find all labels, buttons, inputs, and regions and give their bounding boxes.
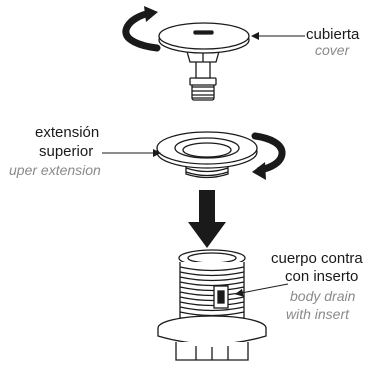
extension-rotate-arrow-icon bbox=[251, 132, 286, 180]
insert-down-arrow-icon bbox=[188, 190, 226, 248]
upper-extension-label-es-2: superior bbox=[39, 143, 94, 160]
body-drain-label-es-2: con inserto bbox=[285, 268, 359, 285]
body-leader-line bbox=[235, 283, 289, 297]
body-drain-part bbox=[157, 249, 267, 361]
upper-extension-label-es-1: extensión bbox=[35, 124, 100, 141]
upper-extension-part bbox=[156, 131, 258, 179]
body-drain-label-en-2: with insert bbox=[286, 306, 350, 322]
cover-part bbox=[158, 22, 250, 101]
upper-extension-label-en: uper extension bbox=[9, 162, 101, 178]
cover-label-es: cubierta bbox=[306, 26, 360, 43]
body-drain-label-en-1: body drain bbox=[290, 288, 356, 304]
cover-rotate-arrow-icon bbox=[122, 6, 161, 52]
body-drain-label-es-1: cuerpo contra bbox=[271, 250, 363, 267]
cover-label-en: cover bbox=[315, 42, 350, 58]
